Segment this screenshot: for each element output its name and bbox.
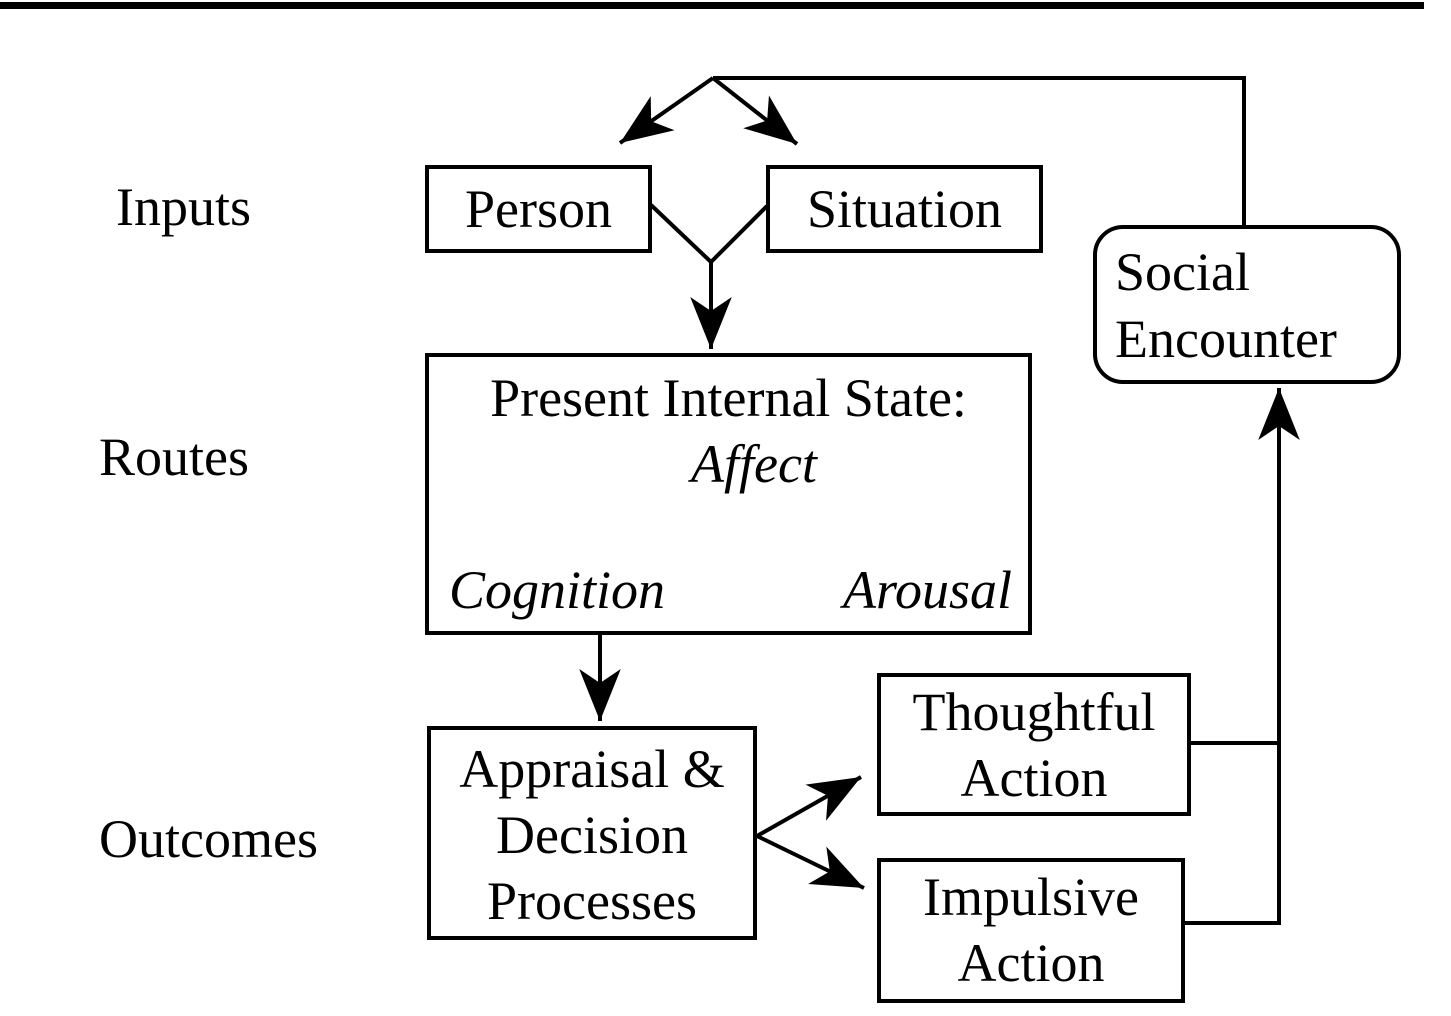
figure-top-rule	[0, 2, 1424, 9]
cognition-label: Cognition	[449, 560, 666, 620]
person-label: Person	[465, 179, 612, 239]
appraisal-line1: Appraisal &	[459, 739, 725, 799]
person-box: Person	[425, 165, 652, 253]
arrow-to-thoughtful-action	[756, 775, 862, 838]
feedback-line-to-social-encounter	[713, 76, 1246, 227]
row-label-outcomes: Outcomes	[99, 809, 318, 869]
person-merge-line	[649, 203, 713, 264]
appraisal-decision-box: Appraisal & Decision Processes	[427, 726, 757, 940]
thoughtful-action-line2: Action	[960, 748, 1108, 808]
impulsive-action-box: Impulsive Action	[877, 858, 1185, 1003]
thoughtful-action-box: Thoughtful Action	[877, 673, 1191, 816]
arousal-label: Arousal	[842, 560, 1012, 620]
social-encounter-line1: Social	[1115, 242, 1250, 302]
social-encounter-box: Social Encounter	[1093, 225, 1401, 384]
arrow-to-situation	[711, 76, 799, 146]
affect-label: Affect	[691, 434, 817, 494]
arrow-to-impulsive-action	[756, 834, 865, 890]
situation-merge-line	[709, 204, 769, 264]
situation-box: Situation	[766, 165, 1043, 253]
impulsive-action-line1: Impulsive	[923, 867, 1139, 927]
row-label-inputs: Inputs	[116, 177, 251, 237]
present-internal-state-box: Present Internal State: Affect Cognition…	[425, 353, 1032, 635]
present-internal-state-title: Present Internal State:	[490, 368, 967, 428]
impulsive-action-line2: Action	[957, 933, 1105, 993]
arrow-to-person	[618, 76, 715, 145]
thoughtful-action-line1: Thoughtful	[912, 682, 1156, 742]
row-label-routes: Routes	[99, 427, 250, 487]
social-encounter-line2: Encounter	[1115, 309, 1337, 369]
situation-label: Situation	[806, 179, 1002, 239]
appraisal-line2: Decision	[496, 805, 688, 865]
appraisal-line3: Processes	[487, 871, 697, 931]
